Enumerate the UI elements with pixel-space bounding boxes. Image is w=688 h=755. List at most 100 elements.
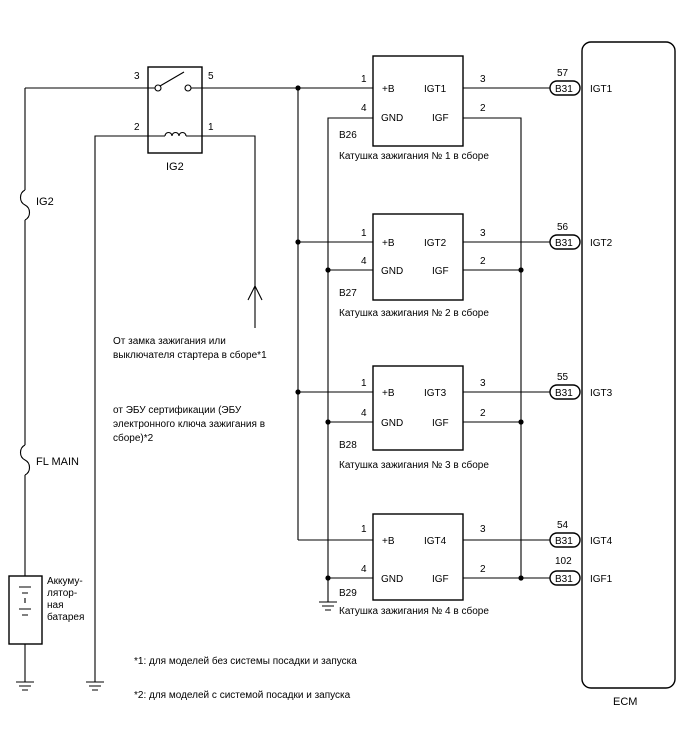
coil-pin-1: 1 [361,74,367,85]
coil-box [372,365,464,451]
relay-switch-arm [159,71,185,87]
junction-dot [325,267,331,273]
coil-pin-4: 4 [361,564,367,575]
ecm-connector-badge [549,80,581,96]
battery-label-3: ная [47,600,64,611]
battery-feed-wire [24,87,148,576]
coil-pin-3: 3 [480,378,486,389]
ecm-signal-label: IGT2 [590,238,613,249]
junction-dot [518,575,524,581]
relay-coil-ground-wire [86,135,148,691]
coil-box [372,55,464,147]
relay-coil-icon [164,131,187,137]
junction-dot [518,419,524,425]
footnote-2: *2: для моделей с системой посадки и зап… [134,690,351,701]
coil-pin-3: 3 [480,74,486,85]
battery-box [8,575,43,645]
junction-dot [295,239,301,245]
relay-pin-2: 2 [134,122,140,133]
ignition-coil-4: +B GND IGT4 IGF 1 4 3 2 B29 Катушка зажи… [339,513,489,617]
coil-connector: B26 [339,130,357,141]
relay-pin-1: 1 [208,122,214,133]
fuse-fl-main-symbol [19,444,31,476]
coil-box [372,513,464,601]
source-1-line-1: От замка зажигания или [113,336,226,347]
ecm-connector-badge [549,384,581,400]
source-2-line-3: сборе)*2 [113,432,154,444]
coil-pin-3: 3 [480,524,486,535]
coil-connector: B28 [339,440,357,451]
ecm-connector-badge [549,532,581,548]
coil-igt-label: IGT3 [424,388,447,399]
coil-gnd-label: GND [381,574,403,585]
coil-pin-1: 1 [361,524,367,535]
ecm-signal-label: IGF1 [590,574,613,585]
ecm-pin-number: 102 [555,556,572,567]
relay-ig2-label: IG2 [166,161,184,173]
coil-plus-b-label: +B [382,84,395,95]
coil-gnd-label: GND [381,418,403,429]
coil-igf-label: IGF [432,418,449,429]
ecm-connector-badge [549,234,581,250]
fuse-ig2-label: IG2 [36,196,54,208]
gnd-bus-wire [327,117,373,602]
battery-label-2: лятор- [47,588,77,599]
coil-gnd-label: GND [381,266,403,277]
coil-igt-label: IGT4 [424,536,447,547]
ignition-coil-2: +B GND IGT2 IGF 1 4 3 2 B27 Катушка зажи… [339,213,489,319]
coil-caption: Катушка зажигания № 4 в сборе [339,605,489,617]
ecm-pin-igt3: 55 B31 IGT3 [549,372,613,400]
coil-igt-label: IGT2 [424,238,447,249]
ecm-connector-label: B31 [555,84,573,95]
source-arrow-icon [247,284,263,301]
junction-dot [295,389,301,395]
ecm-pin-number: 54 [557,520,569,531]
igt-signal-wires [463,87,550,541]
coil-caption: Катушка зажигания № 1 в сборе [339,150,489,162]
ecm-connector-label: B31 [555,536,573,547]
coil-pin-4: 4 [361,256,367,267]
coil-igt-label: IGT1 [424,84,447,95]
coil-plus-b-label: +B [382,536,395,547]
ecm-signal-label: IGT3 [590,388,613,399]
coil-pin-4: 4 [361,408,367,419]
battery-cells-symbol [19,586,31,616]
coil-caption: Катушка зажигания № 3 в сборе [339,459,489,471]
gnd-bus-ground-icon [319,601,337,611]
battery-label-4: батарея [47,611,84,623]
igf-bus-wire [463,117,550,579]
junction-dot [325,575,331,581]
relay-coil-source-wire [202,135,256,328]
plus-b-bus-wire [202,87,373,541]
relay-pin-3: 3 [134,71,140,82]
coil-gnd-label: GND [381,113,403,124]
relay-contact-right [184,84,192,92]
ecm-label: ECM [613,696,637,708]
coil-pin-4: 4 [361,103,367,114]
ecm-connector-label: B31 [555,238,573,249]
fuse-ig2-symbol [19,189,31,221]
ecm-pin-igt1: 57 B31 IGT1 [549,68,613,96]
fuse-fl-main-label: FL MAIN [36,456,79,468]
ecm-pin-igt4: 54 B31 IGT4 [549,520,613,548]
coil-pin-1: 1 [361,378,367,389]
relay-pin-5: 5 [208,71,214,82]
ignition-coil-3: +B GND IGT3 IGF 1 4 3 2 B28 Катушка зажи… [339,365,489,471]
coil-connector: B29 [339,588,357,599]
coil-igf-label: IGF [432,574,449,585]
coil-box [372,213,464,301]
ecm-connector-label: B31 [555,574,573,585]
coil-pin-2: 2 [480,408,486,419]
coil-caption: Катушка зажигания № 2 в сборе [339,307,489,319]
ecm-connector-label: B31 [555,388,573,399]
coil-pin-2: 2 [480,564,486,575]
ecm-box [581,41,676,689]
coil-pin-2: 2 [480,103,486,114]
ecm-pin-igf1: 102 B31 IGF1 [549,556,613,586]
coil-connector: B27 [339,288,357,299]
ecm-pin-igt2: 56 B31 IGT2 [549,222,613,250]
coil-igf-label: IGF [432,266,449,277]
junction-dot [325,419,331,425]
ecm-connector-badge [549,570,581,586]
